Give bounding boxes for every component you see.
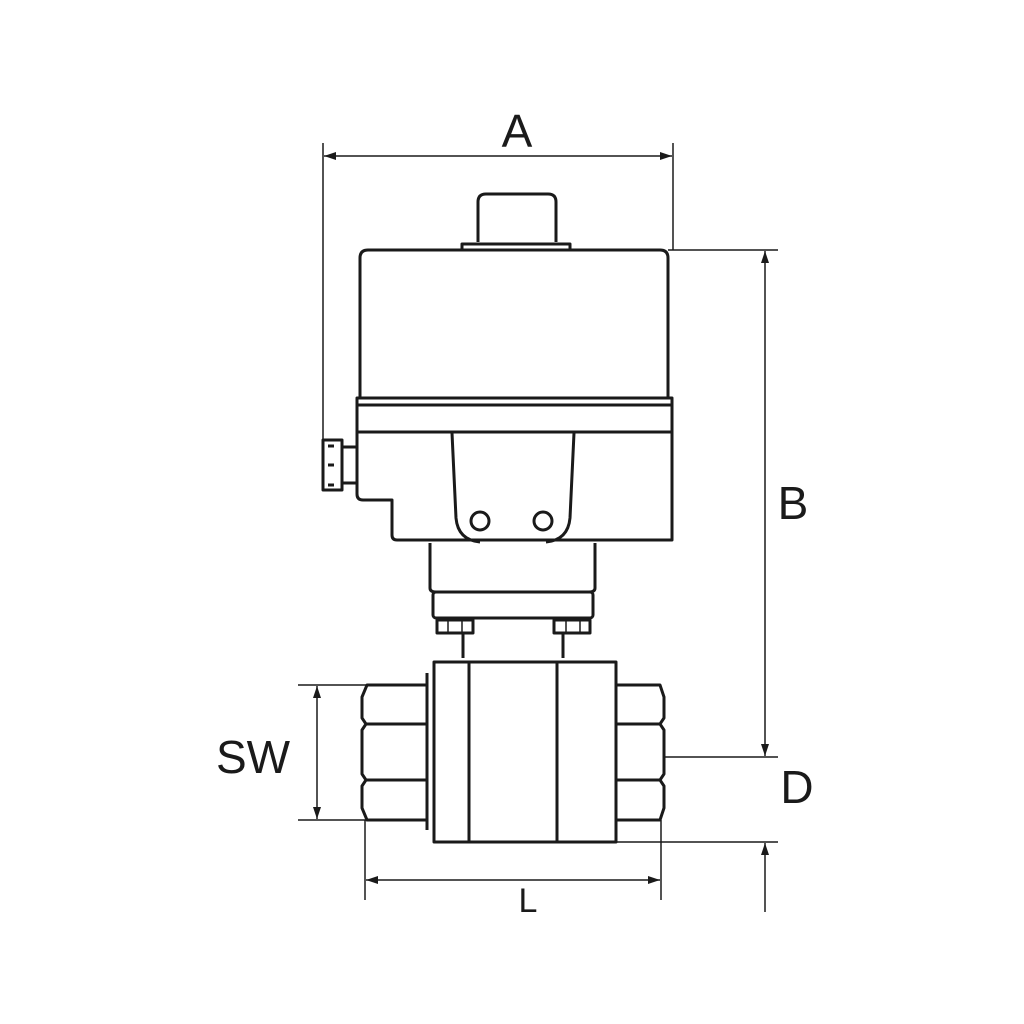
nut [552,618,592,635]
left-hex-end [360,683,426,822]
dimension-d: D [616,761,814,912]
actuator-knob [476,192,558,242]
dimension-label-d: D [780,761,813,813]
dimension-sw: SW [216,684,367,821]
actuator-cover [358,248,670,398]
nut [435,618,475,635]
dimension-b: B [664,249,809,758]
dimension-l: L [364,820,662,920]
bracket-hole [532,510,554,532]
dimension-a: A [322,105,674,440]
bracket-hole [469,510,491,532]
mounting-bracket [450,432,576,544]
cable-gland [321,438,359,492]
adapter-flange [431,590,595,620]
dimension-label-sw: SW [216,731,291,783]
dimension-label-l: L [519,882,538,920]
right-hex-end [616,683,666,822]
adapter-neck [428,543,597,594]
cover-band [355,396,674,407]
dimension-label-a: A [502,105,533,157]
knob-base [460,242,572,250]
actuator-housing [355,405,674,542]
actuator [321,192,674,658]
dimension-label-b: B [778,477,809,529]
ball-valve-body [360,660,666,844]
